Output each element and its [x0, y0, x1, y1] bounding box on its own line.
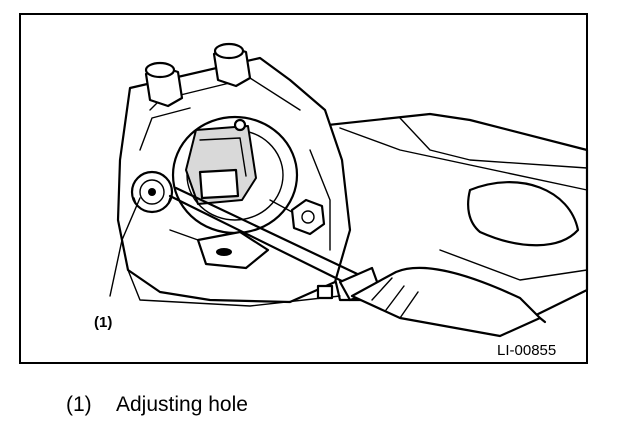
screwdriver — [168, 186, 547, 338]
top-mounting-posts — [144, 42, 252, 108]
mounting-bolt — [269, 198, 326, 236]
legend-item-text: Adjusting hole — [116, 393, 248, 416]
lamp-lower-edge — [169, 229, 334, 300]
legend-item-number: (1) — [66, 393, 92, 416]
figure-code: LI-00855 — [497, 342, 556, 359]
legend: (1) Adjusting hole — [66, 393, 248, 417]
callout-label: (1) — [94, 314, 112, 331]
callout-leader-line — [109, 197, 141, 297]
adjusting-hole — [130, 170, 174, 214]
